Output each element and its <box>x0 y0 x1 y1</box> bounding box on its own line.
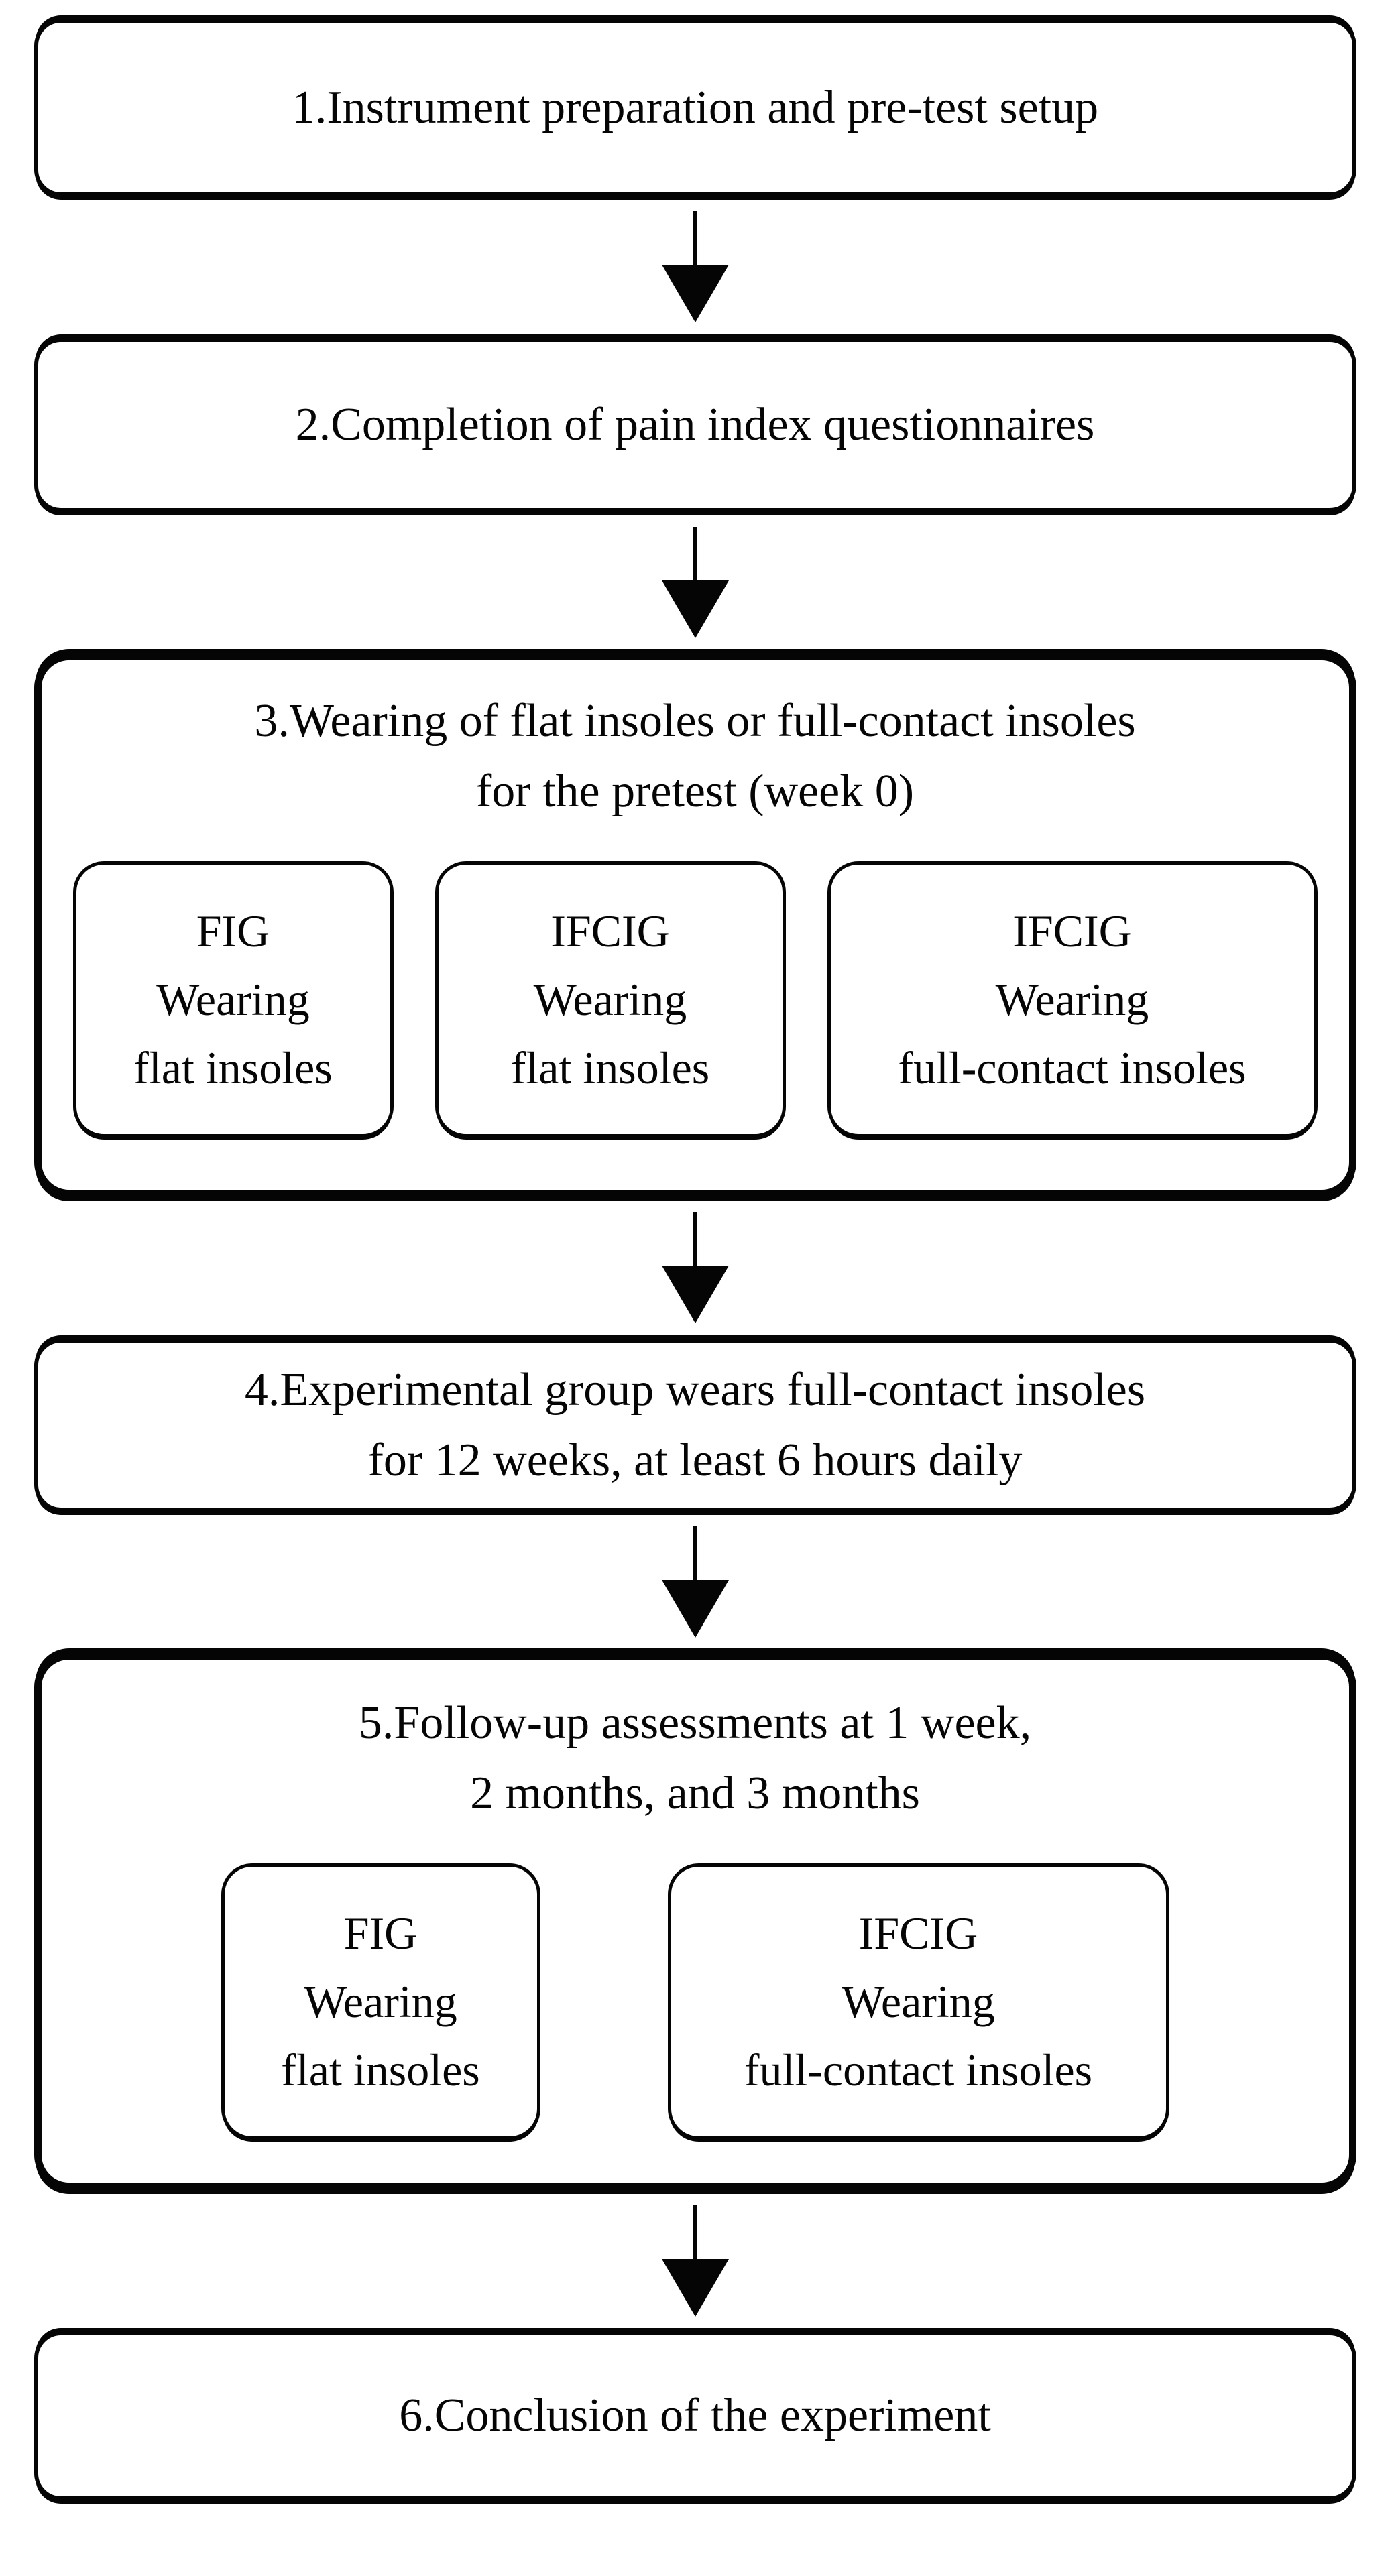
arrow-3 <box>661 1197 729 1339</box>
step-4-line-1: 4.Experimental group wears full-contact … <box>244 1363 1146 1416</box>
step-2-label: 2.Completion of pain index questionnaire… <box>295 399 1095 451</box>
group-object: full-contact insoles <box>744 2044 1093 2096</box>
arrow-stem <box>693 211 697 265</box>
arrow-down-icon <box>661 1266 729 1324</box>
arrow-down-icon <box>661 2258 729 2317</box>
step-3-groups-row: FIG Wearing flat insoles IFCIG Wearing f… <box>72 861 1318 1138</box>
group-box-fig-flat: FIG Wearing flat insoles <box>221 1863 540 2140</box>
arrow-stem <box>693 1212 697 1266</box>
arrow-down-icon <box>661 580 729 638</box>
arrow-5 <box>661 2190 729 2331</box>
group-action: Wearing <box>995 974 1149 1026</box>
step-6-box: 6.Conclusion of the experiment <box>34 2331 1356 2500</box>
step-5-box: 5.Follow-up assessments at 1 week, 2 mon… <box>34 1652 1356 2191</box>
group-action: Wearing <box>156 974 310 1026</box>
group-name: IFCIG <box>1012 906 1132 957</box>
group-action: Wearing <box>533 974 687 1026</box>
arrow-1 <box>661 196 729 338</box>
step-2-box: 2.Completion of pain index questionnaire… <box>34 337 1356 512</box>
group-box-ifcig-full-contact: IFCIG Wearing full-contact insoles <box>827 861 1318 1138</box>
step-4-line-2: for 12 weeks, at least 6 hours daily <box>367 1434 1023 1486</box>
group-object: flat insoles <box>281 2044 480 2096</box>
group-object: flat insoles <box>133 1042 333 1094</box>
step-5-title: 5.Follow-up assessments at 1 week, 2 mon… <box>359 1688 1031 1829</box>
step-4-box: 4.Experimental group wears full-contact … <box>34 1338 1356 1512</box>
group-box-ifcig-flat: IFCIG Wearing flat insoles <box>435 861 786 1138</box>
arrow-4 <box>661 1512 729 1653</box>
arrow-stem <box>693 526 697 580</box>
arrow-down-icon <box>661 265 729 323</box>
step-3-box: 3.Wearing of flat insoles or full-contac… <box>34 653 1356 1198</box>
step-5-title-line-2: 2 months, and 3 months <box>470 1768 920 1820</box>
group-name: FIG <box>196 906 270 957</box>
group-name: IFCIG <box>551 906 670 957</box>
step-5-title-line-1: 5.Follow-up assessments at 1 week, <box>358 1697 1032 1750</box>
group-object: flat insoles <box>510 1042 710 1094</box>
step-3-title-line-1: 3.Wearing of flat insoles or full-contac… <box>254 695 1136 747</box>
arrow-2 <box>661 512 729 654</box>
group-object: full-contact insoles <box>898 1042 1247 1094</box>
group-action: Wearing <box>304 1976 457 2028</box>
group-name: IFCIG <box>858 1908 978 1959</box>
arrow-down-icon <box>661 1580 729 1638</box>
group-box-fig-flat: FIG Wearing flat insoles <box>72 861 394 1138</box>
arrow-stem <box>693 2205 697 2259</box>
arrow-stem <box>693 1526 697 1581</box>
step-1-box: 1.Instrument preparation and pre-test se… <box>34 19 1356 196</box>
group-name: FIG <box>343 1908 418 1959</box>
step-3-title: 3.Wearing of flat insoles or full-contac… <box>254 686 1135 826</box>
step-3-title-line-2: for the pretest (week 0) <box>475 765 915 818</box>
step-1-label: 1.Instrument preparation and pre-test se… <box>291 82 1099 133</box>
step-6-label: 6.Conclusion of the experiment <box>399 2390 991 2442</box>
group-box-ifcig-full-contact: IFCIG Wearing full-contact insoles <box>667 1863 1169 2140</box>
group-action: Wearing <box>842 1976 995 2028</box>
step-5-groups-row: FIG Wearing flat insoles IFCIG Wearing f… <box>221 1863 1169 2140</box>
